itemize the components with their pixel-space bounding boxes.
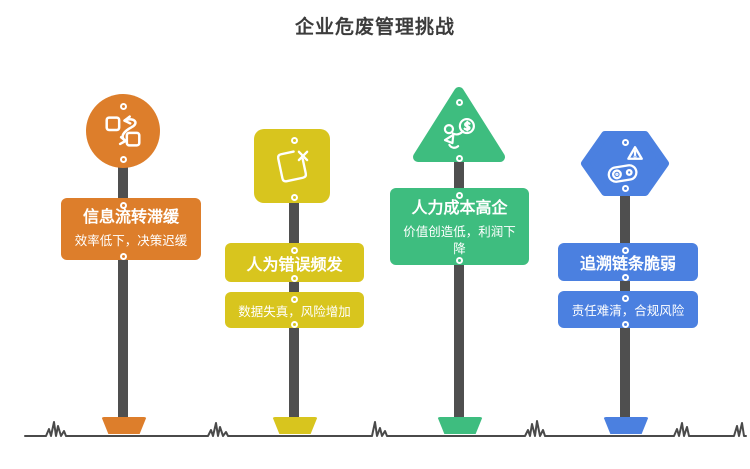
sign-base xyxy=(272,417,318,434)
sign-base xyxy=(437,417,483,434)
sign-pole xyxy=(118,145,128,421)
screw-dot xyxy=(291,194,298,201)
screw-dot xyxy=(456,192,463,199)
signpost-traceability: 追溯链条脆弱 责任难清，合规风险 xyxy=(543,85,708,440)
triangle-badge xyxy=(411,85,507,165)
signpost-info-flow: 信息流转滞缓 效率低下，决策迟缓 xyxy=(41,85,206,440)
screw-dot xyxy=(622,321,629,328)
screw-dot xyxy=(456,257,463,264)
screw-dot xyxy=(120,103,127,110)
screw-dot xyxy=(120,253,127,260)
sign-title: 信息流转滞缓 xyxy=(82,209,179,226)
screw-dot xyxy=(622,295,629,302)
sign-subtitle: 数据失真，风险增加 xyxy=(238,304,351,319)
screw-dot xyxy=(291,275,298,282)
sign-title: 追溯链条脆弱 xyxy=(579,256,676,273)
sign-title: 人力成本高企 xyxy=(411,200,508,217)
sign-subtitle: 效率低下，决策迟缓 xyxy=(74,234,188,249)
document-error-icon xyxy=(276,150,309,183)
hexagon-badge xyxy=(580,130,670,197)
screw-dot xyxy=(120,156,127,163)
screw-dot xyxy=(120,202,127,209)
signpost-human-error: 人为错误频发 数据失真，风险增加 xyxy=(212,85,377,440)
sign-base xyxy=(603,417,649,434)
screw-dot xyxy=(622,274,629,281)
screw-dot xyxy=(622,247,629,254)
screw-dot xyxy=(456,99,463,106)
transfer-arrows-icon xyxy=(105,115,141,147)
page-title: 企业危废管理挑战 xyxy=(294,17,455,38)
chain-warning-icon xyxy=(607,145,643,183)
sign-pole xyxy=(454,145,464,421)
hexagon-shape xyxy=(581,131,669,196)
person-chasing-money-icon xyxy=(443,117,475,149)
sign-base xyxy=(101,417,147,434)
sign-board: 人力成本高企 价值创造低，利润下降 xyxy=(390,188,529,265)
screw-dot xyxy=(622,139,629,146)
signpost-labor-cost: 人力成本高企 价值创造低，利润下降 xyxy=(377,85,542,440)
screw-dot xyxy=(291,296,298,303)
screw-dot xyxy=(291,247,298,254)
sign-subtitle: 价值创造低，利润下降 xyxy=(403,225,516,257)
screw-dot xyxy=(456,155,463,162)
sign-board: 信息流转滞缓 效率低下，决策迟缓 xyxy=(61,198,201,260)
sign-title: 人为错误频发 xyxy=(246,256,343,274)
sign-subtitle: 责任难清，合规风险 xyxy=(571,304,685,318)
screw-dot xyxy=(291,321,298,328)
screw-dot xyxy=(622,185,629,192)
ground-line xyxy=(24,420,747,437)
screw-dot xyxy=(291,137,298,144)
